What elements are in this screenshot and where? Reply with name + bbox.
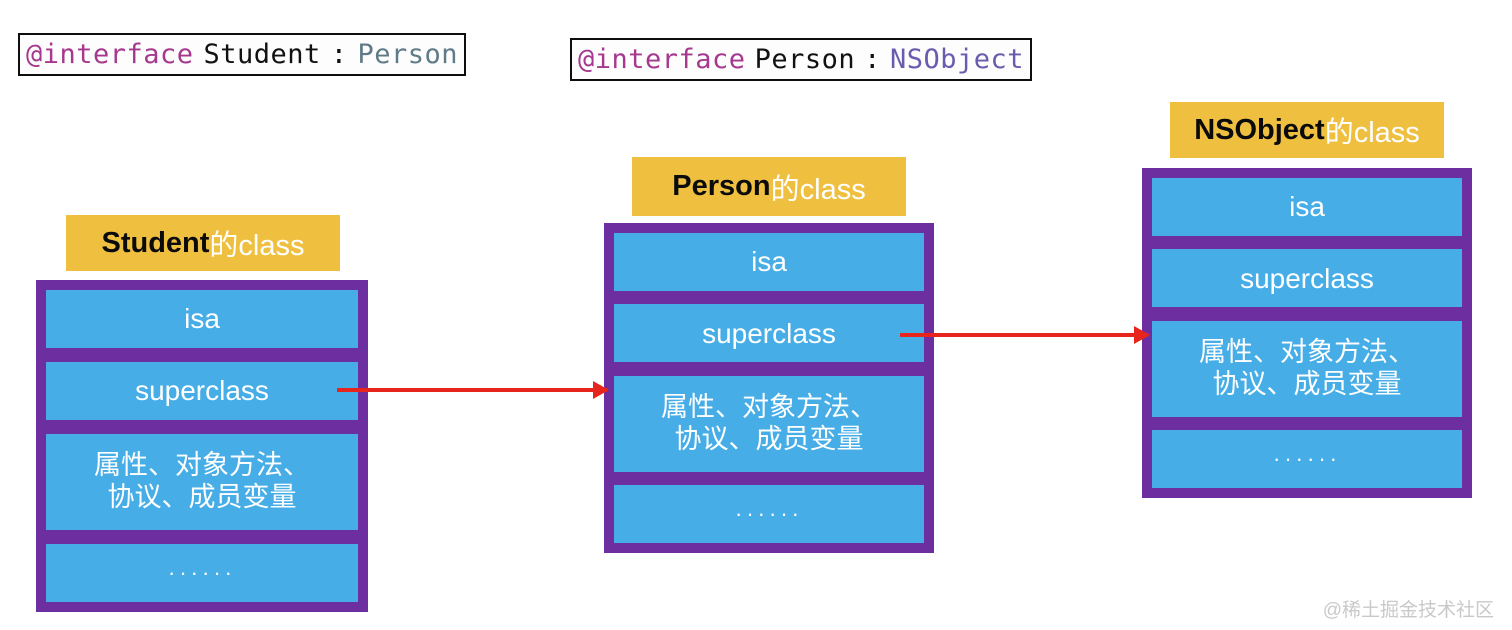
class-header-name: NSObject [1194,113,1325,146]
class-header-suffix: 的class [770,173,866,206]
class-header-name: Person [672,170,771,202]
code-superclass-name: Person [357,39,458,70]
slot-members: 属性、对象方法、 协议、成员变量 [1152,320,1462,417]
class-header-suffix: 的class [1324,117,1420,149]
code-keyword: @interface [26,39,194,70]
slot-ellipsis: ······ [46,544,358,602]
slot-ellipsis: ······ [614,484,924,543]
code-class-name: Student [203,39,321,70]
ellipsis-dots: ······ [735,500,803,526]
watermark: @稀土掘金技术社区 [1322,600,1494,621]
slot-superclass: superclass [614,304,924,363]
class-header-name: Student [101,226,210,259]
arrow-student-superclass-to-person-class [337,388,607,392]
slot-superclass: superclass [46,362,358,420]
code-declaration-person: @interface Person: NSObject [570,38,1032,81]
code-superclass-name: NSObject [889,44,1025,75]
slot-isa: isa [1152,178,1462,236]
class-body-nsobject: isa superclass 属性、对象方法、 协议、成员变量 ······ [1142,168,1472,498]
class-header-suffix: 的class [209,230,305,262]
slot-isa: isa [46,290,358,348]
ellipsis-dots: ······ [1273,445,1341,471]
ellipsis-dots: ······ [168,560,236,585]
code-class-name: Person [754,44,856,75]
code-keyword: @interface [578,44,746,75]
code-colon: : [864,44,881,75]
slot-superclass: superclass [1152,249,1462,308]
code-declaration-student: @interface Student: Person [18,33,466,76]
slot-ellipsis: ······ [1152,429,1462,488]
class-body-student: isa superclass 属性、对象方法、 协议、成员变量 ······ [36,280,368,612]
class-body-person: isa superclass 属性、对象方法、 协议、成员变量 ······ [604,223,934,553]
arrow-person-superclass-to-nsobject-class [900,333,1148,337]
code-colon: : [330,39,348,70]
slot-members: 属性、对象方法、 协议、成员变量 [614,375,924,472]
slot-isa: isa [614,233,924,291]
slot-members: 属性、对象方法、 协议、成员变量 [46,434,358,530]
